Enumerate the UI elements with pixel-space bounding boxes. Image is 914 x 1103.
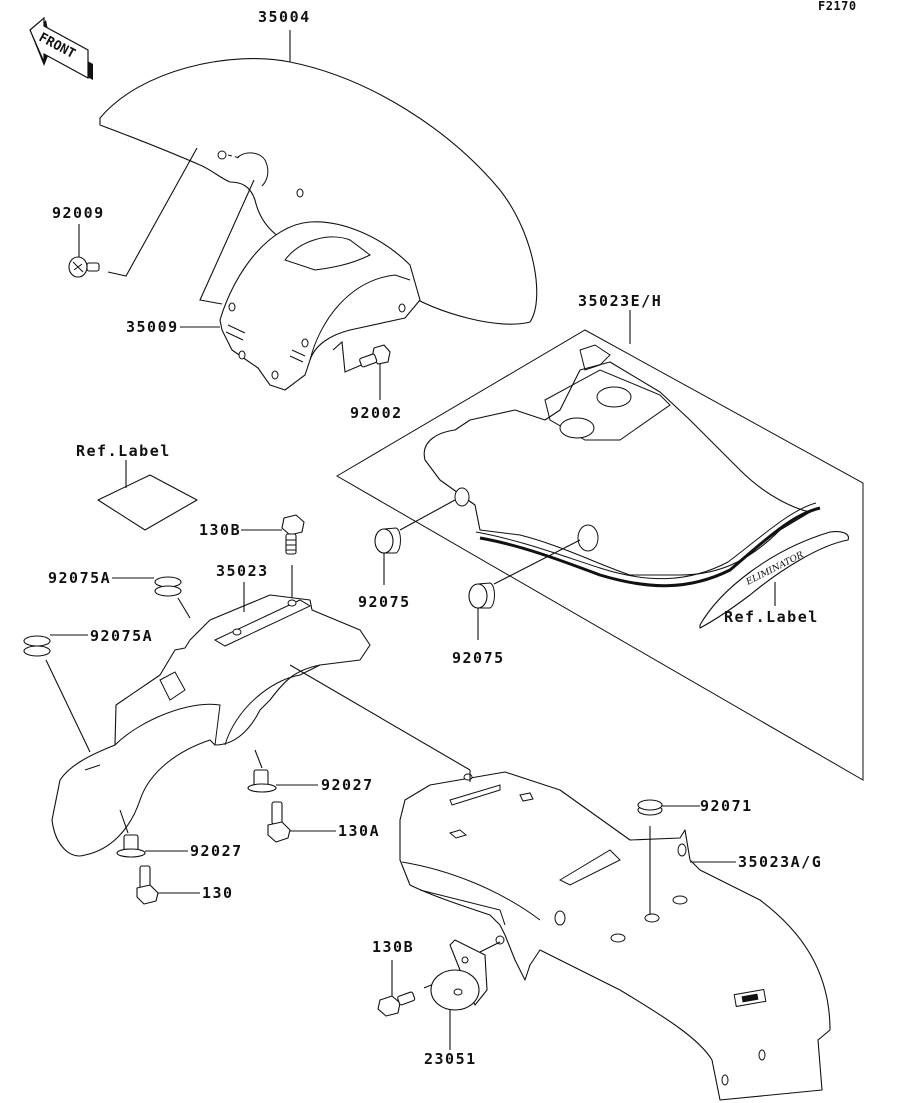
callout-23051: 23051 <box>424 1050 477 1068</box>
callout-92075-2: 92075 <box>452 649 505 667</box>
callout-92075a-1: 92075A <box>48 569 111 587</box>
reflector-bracket-23051 <box>430 939 488 1011</box>
bolt-130b-icon <box>281 514 305 555</box>
callout-35009: 35009 <box>126 318 179 336</box>
grommet-92075a-icon-2 <box>23 635 51 657</box>
assembly-frame <box>336 329 864 781</box>
grommet-92071-icon <box>637 799 663 816</box>
bolt-130b-bottom-icon <box>377 991 416 1017</box>
callout-35004: 35004 <box>258 8 311 26</box>
callout-130a: 130A <box>338 822 380 840</box>
callout-92075a-2: 92075A <box>90 627 153 645</box>
front-fender <box>99 58 538 325</box>
bolt-92002-icon <box>359 344 391 368</box>
callout-130b-top: 130B <box>199 521 241 539</box>
callout-92071: 92071 <box>700 797 753 815</box>
collar-92027-icon-2 <box>116 834 146 858</box>
ref-label-sheet <box>97 474 198 531</box>
callout-92027-2: 92027 <box>190 842 243 860</box>
callout-92027-1: 92027 <box>321 776 374 794</box>
callout-92009: 92009 <box>52 204 105 222</box>
rear-fender-rear-section <box>399 771 831 1101</box>
callout-35023eh: 35023E/H <box>578 292 662 310</box>
bolt-130-icon <box>136 865 159 905</box>
callout-130: 130 <box>202 884 234 902</box>
damper-92075-icon-1 <box>374 527 401 554</box>
callout-130b-bottom: 130B <box>372 938 414 956</box>
damper-92075-icon-2 <box>468 582 495 609</box>
callout-35023ag: 35023A/G <box>738 853 822 871</box>
front-direction-arrow-icon: FRONT <box>29 16 93 80</box>
rear-fender-cover <box>423 344 821 588</box>
callout-92075-1: 92075 <box>358 593 411 611</box>
rear-fender-front-section <box>51 594 371 857</box>
screw-92009-icon <box>68 256 100 278</box>
callout-92002: 92002 <box>350 404 403 422</box>
collar-92027-icon-1 <box>247 769 277 793</box>
front-fender-bracket <box>219 221 421 391</box>
callout-ref-label-right: Ref.Label <box>724 608 819 626</box>
callout-35023: 35023 <box>216 562 269 580</box>
callout-ref-label-left: Ref.Label <box>76 442 171 460</box>
sheet-code: F2170 <box>818 0 857 13</box>
bolt-130a-icon <box>267 801 291 843</box>
grommet-92075a-icon-1 <box>154 576 182 597</box>
